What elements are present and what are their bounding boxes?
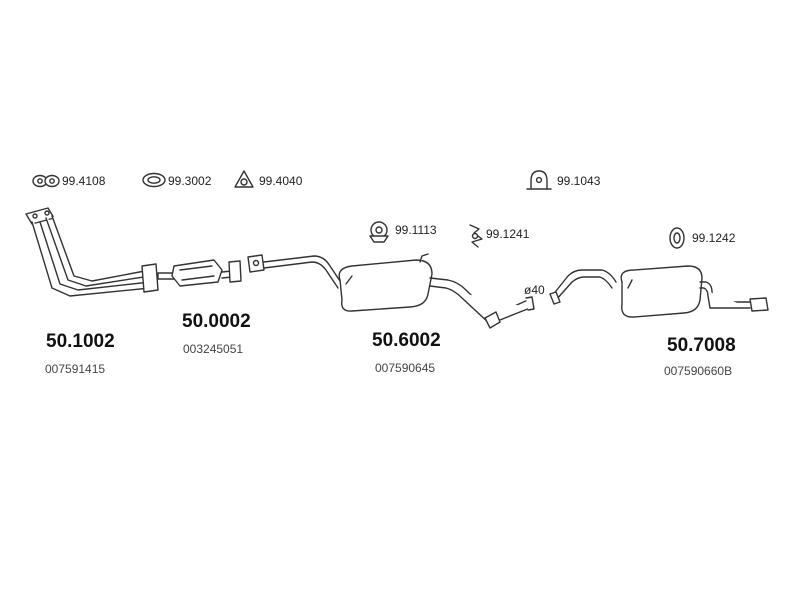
part-number-catalytic-converter: 50.0002 bbox=[182, 311, 251, 332]
accessory-code-99-1241: 99.1241 bbox=[486, 227, 530, 241]
pipe-diameter-label: ø40 bbox=[524, 283, 545, 297]
oem-number-rear-silencer: 007590660B bbox=[664, 364, 733, 378]
rubber-mount-icon bbox=[369, 221, 389, 243]
double-ring-gasket-icon bbox=[32, 174, 60, 188]
ring-gasket-icon bbox=[142, 172, 166, 188]
middle-silencer-drawing bbox=[247, 253, 535, 329]
oem-number-middle-silencer: 007590645 bbox=[375, 361, 436, 375]
front-pipe-drawing bbox=[25, 207, 159, 297]
accessory-code-99-4040: 99.4040 bbox=[259, 174, 303, 188]
part-number-front-pipe: 50.1002 bbox=[46, 331, 115, 352]
accessory-code-99-3002: 99.3002 bbox=[168, 174, 212, 188]
rear-silencer-drawing bbox=[549, 265, 769, 318]
accessory-code-99-1242: 99.1242 bbox=[692, 231, 736, 245]
oval-gasket-icon bbox=[669, 227, 685, 249]
clamp-bracket-icon bbox=[469, 224, 483, 248]
hanger-icon bbox=[526, 170, 552, 190]
accessory-code-99-4108: 99.4108 bbox=[62, 174, 106, 188]
part-number-middle-silencer: 50.6002 bbox=[372, 330, 441, 351]
part-number-rear-silencer: 50.7008 bbox=[667, 335, 736, 356]
accessory-code-99-1043: 99.1043 bbox=[557, 174, 601, 188]
oem-number-front-pipe: 007591415 bbox=[45, 362, 106, 376]
accessory-code-99-1113: 99.1113 bbox=[395, 223, 437, 237]
oem-number-catalytic-converter: 003245051 bbox=[183, 342, 244, 356]
catalytic-converter-drawing bbox=[157, 259, 242, 287]
triangle-gasket-icon bbox=[234, 170, 254, 188]
